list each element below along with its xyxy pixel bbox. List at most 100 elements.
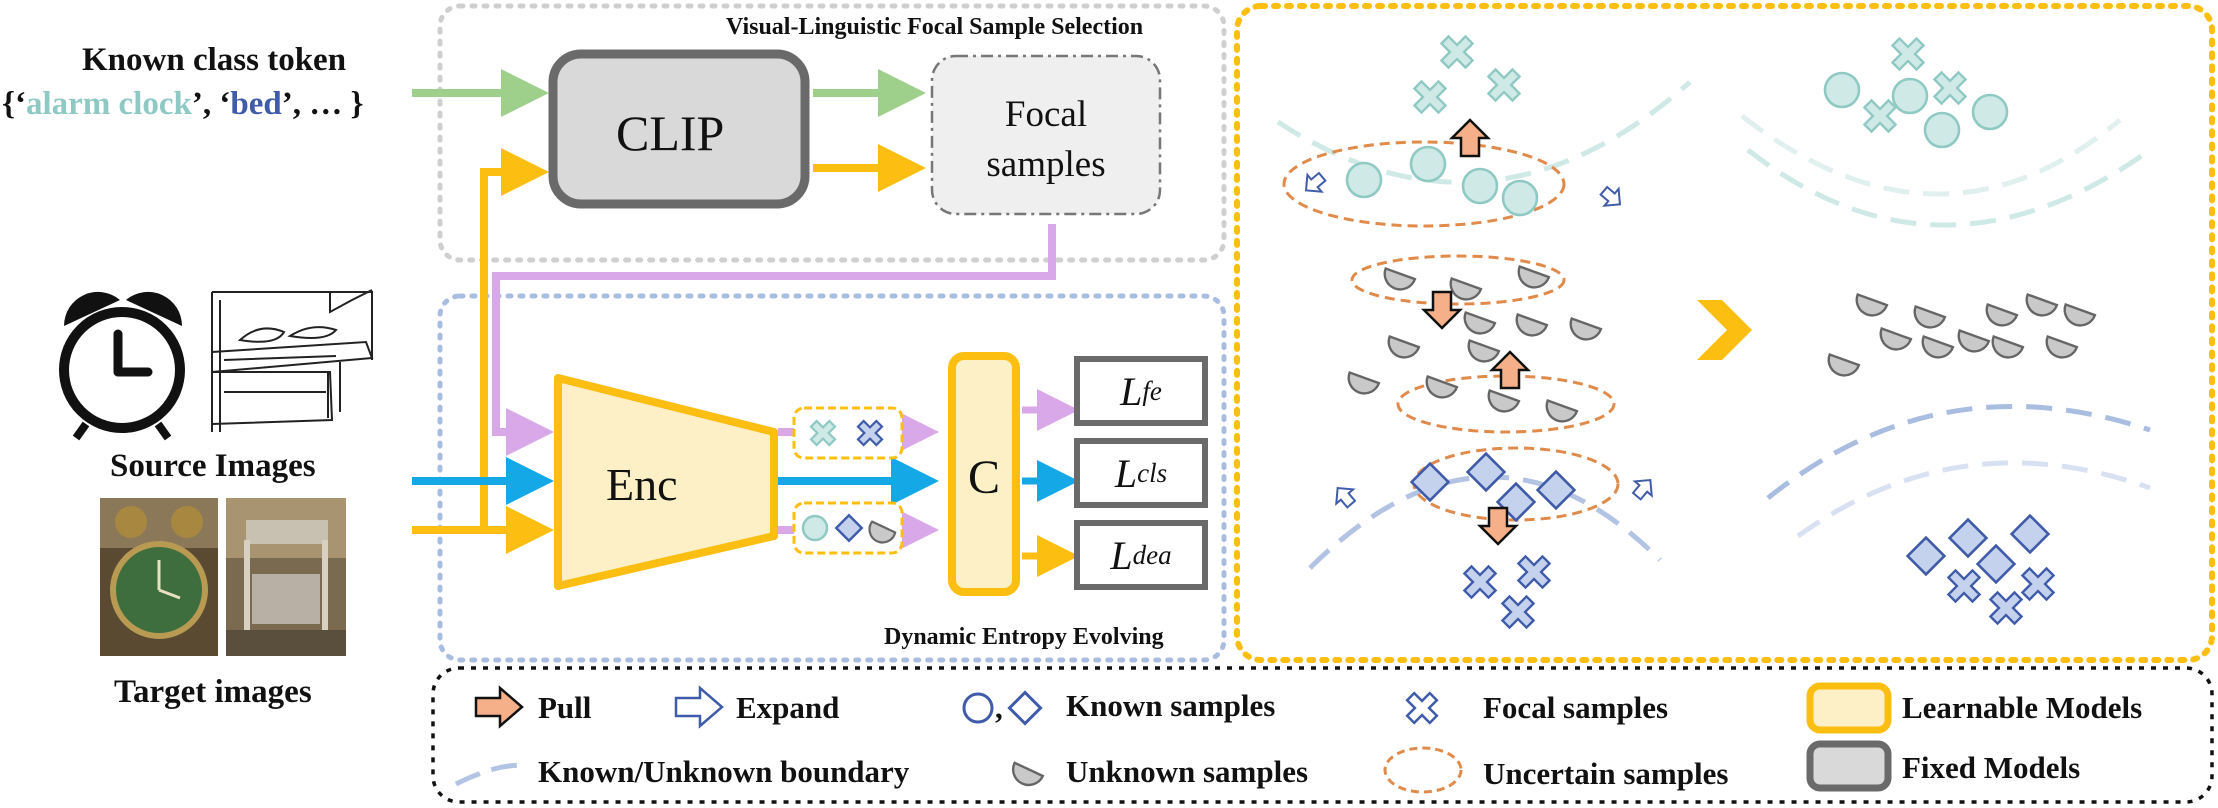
dee-title: Dynamic Entropy Evolving <box>884 624 1164 650</box>
unknown-sample-mark <box>1879 326 1913 351</box>
focal-samples-label: Focal samples <box>932 90 1160 190</box>
expand-arrow-icon <box>674 685 724 729</box>
known-sample-diamond <box>1465 451 1507 493</box>
known-sample-circle <box>1409 145 1447 183</box>
cross-icon <box>856 419 884 447</box>
evolution-panel <box>1234 3 2215 663</box>
focal-feature-box <box>792 406 904 460</box>
cross-icon <box>1405 691 1439 725</box>
unknown-sample-mark <box>1487 388 1521 413</box>
focal-sample-mark <box>1412 79 1448 115</box>
encoder-label: Enc <box>606 459 678 510</box>
vlfss-region <box>437 3 1227 263</box>
target-bed-photo <box>226 498 346 656</box>
unknown-sample-mark <box>1467 338 1501 363</box>
known-sample-diamond <box>2009 513 2051 555</box>
unknown-sample-mark <box>1383 266 1417 291</box>
focal-samples-box <box>930 54 1162 216</box>
half-disc-icon <box>1011 761 1045 787</box>
known-sample-circle <box>1345 161 1383 199</box>
class-separator: ’, ‘ <box>191 86 231 122</box>
unknown-sample-mark <box>1347 370 1381 395</box>
focal-sample-mark <box>1862 98 1898 134</box>
unknown-sample-mark <box>1957 328 1991 353</box>
unknown-sample-mark <box>1463 310 1497 335</box>
expand-arrow-icon <box>1599 185 1622 207</box>
scatter-layer <box>1304 34 2097 630</box>
focal-sample-mark <box>1486 67 1522 103</box>
known-class-title: Known class token <box>82 42 347 78</box>
known-sample-diamond <box>1535 469 1577 511</box>
loss-dea-sub: dea <box>1132 539 1172 570</box>
legend-known-comma: , <box>995 690 1003 725</box>
legend-unknown: Unknown samples <box>1066 754 1309 789</box>
focal-sample-mark <box>1890 36 1926 72</box>
target-images-label: Target images <box>114 674 312 710</box>
unknown-sample-mark <box>2045 334 2079 359</box>
pull-arrow-icon <box>1420 290 1464 330</box>
focal-line-1: Focal <box>1004 94 1088 135</box>
loss-dea-main: L <box>1110 532 1133 578</box>
bed-icon <box>211 289 374 432</box>
legend-known: Known samples <box>1066 688 1276 723</box>
unknown-sample-mark <box>1449 276 1483 301</box>
legend-focal: Focal samples <box>1483 690 1669 725</box>
expand-arrow-icon <box>1631 478 1653 501</box>
fixed-legend-icon <box>1806 740 1892 792</box>
pull-arrow-icon <box>1448 118 1492 158</box>
learnable-legend-icon <box>1806 682 1892 734</box>
pull-arrow-icon <box>1488 350 1532 390</box>
unknown-sample-mark <box>1425 374 1459 399</box>
unknown-sample-mark <box>1569 316 1603 341</box>
legend-uncertain: Uncertain samples <box>1483 756 1729 791</box>
known-sample-circle <box>1823 71 1861 109</box>
known-sample-circle <box>1461 167 1499 205</box>
vlfss-title: Visual-Linguistic Focal Sample Selection <box>726 14 1144 40</box>
half-disc-icon <box>868 520 897 544</box>
expand-arrow-icon <box>1335 486 1357 509</box>
chevron-right-icon <box>1697 300 1752 360</box>
unknown-sample-mark <box>1827 352 1861 377</box>
known-sample-diamond <box>1905 535 1947 577</box>
legend-learnable: Learnable Models <box>1902 690 2143 725</box>
focal-sample-mark <box>1946 568 1982 604</box>
unknown-sample-mark <box>1913 304 1947 329</box>
alarm-clock-icon <box>59 291 185 441</box>
expand-arrow-icon <box>1304 171 1327 193</box>
circle-icon <box>801 514 829 542</box>
unknown-sample-mark <box>2063 302 2097 327</box>
clip-label: CLIP <box>616 105 725 161</box>
encoder-shape <box>554 374 778 590</box>
unknown-sample-mark <box>1545 398 1579 423</box>
circle-icon <box>962 692 994 724</box>
loss-cls-main: L <box>1114 450 1138 496</box>
unknown-sample-mark <box>1515 312 1549 337</box>
target-feed-line <box>412 148 549 534</box>
boundary-legend-icon <box>454 762 529 787</box>
focal-sample-mark <box>1516 554 1552 590</box>
unknown-sample-mark <box>1985 302 2019 327</box>
unknown-sample-mark <box>1387 334 1421 359</box>
diamond-icon <box>1007 690 1043 726</box>
source-images-label: Source Images <box>110 448 316 484</box>
class-bed: bed <box>230 86 282 122</box>
legend-region <box>431 666 2214 804</box>
focal-sample-mark <box>1500 594 1536 630</box>
uncertain-legend-icon <box>1383 746 1463 794</box>
unknown-sample-mark <box>1921 334 1955 359</box>
target-clock-photo <box>100 498 218 656</box>
known-sample-diamond <box>1975 543 2017 585</box>
legend-fixed: Fixed Models <box>1902 750 2081 785</box>
known-sample-diamond <box>1409 461 1451 503</box>
unknown-sample-mark <box>2025 292 2059 317</box>
known-class-list: {‘alarm clock’, ‘bed’, … } <box>2 86 363 123</box>
focal-sample-mark <box>1988 590 2024 626</box>
classifier-box <box>948 352 1020 596</box>
cross-icon <box>809 419 837 447</box>
classifier-label: C <box>967 451 1000 504</box>
diamond-icon <box>834 513 864 543</box>
